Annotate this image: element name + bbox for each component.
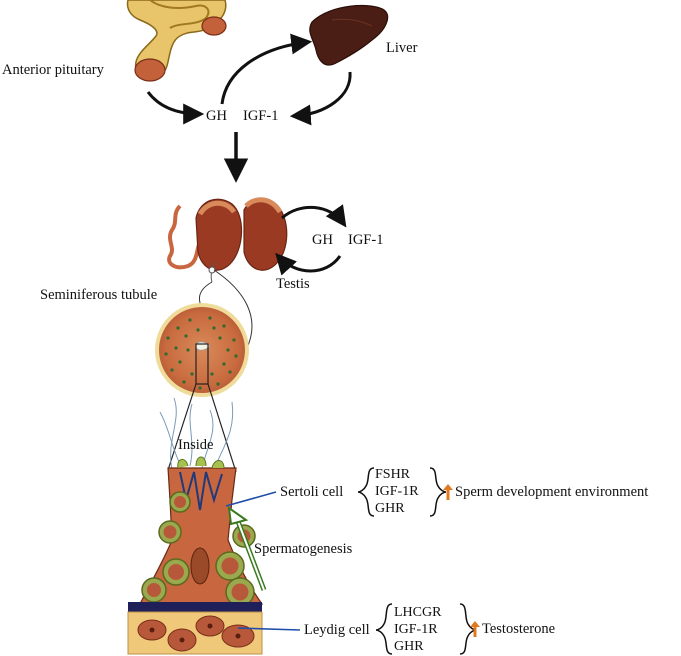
leydig-left-brace <box>375 603 393 655</box>
spermatogenesis-arrowhead <box>227 505 249 526</box>
sertoli-effect-label: Sperm development environment <box>455 484 649 500</box>
seminiferous-tubule-label: Seminiferous tubule <box>40 287 158 303</box>
anterior-pituitary-label: Anterior pituitary <box>2 62 104 78</box>
pituitary-icon <box>126 0 227 82</box>
leydig-receptor-item: GHR <box>394 639 424 654</box>
leydig-effect-label: Testosterone <box>482 621 556 637</box>
epithelium-icon <box>139 456 264 607</box>
sertoli-pointer-line <box>225 491 277 507</box>
gh-label-testis: GH <box>312 232 333 248</box>
sertoli-cell-label: Sertoli cell <box>280 484 344 500</box>
igf1-label-testis: IGF-1 <box>348 232 384 248</box>
sperm-tails <box>159 397 234 471</box>
arrow-testis-loop-top <box>281 204 347 228</box>
leydig-receptor-list: LHCGR IGF-1R GHR <box>394 604 441 655</box>
up-arrow-icon <box>470 621 480 637</box>
leydig-cell-label: Leydig cell <box>304 622 370 638</box>
sertoli-receptor-item: IGF-1R <box>375 484 419 499</box>
sertoli-receptor-list: FSHR IGF-1R GHR <box>375 466 419 517</box>
arrow-pituitary-to-gh <box>146 91 205 125</box>
igf1-label-top: IGF-1 <box>243 108 279 124</box>
up-arrow-icon <box>443 484 453 500</box>
tubule-cross-section-icon <box>155 303 249 397</box>
sertoli-right-brace <box>429 467 447 517</box>
liver-label: Liver <box>386 40 418 56</box>
arrow-liver-to-igf1 <box>289 71 352 126</box>
arrow-testis-loop-bottom <box>275 252 342 276</box>
tubule-connector-line-2 <box>213 269 253 351</box>
leydig-receptor-item: IGF-1R <box>394 622 438 637</box>
liver-icon <box>309 4 389 66</box>
sertoli-receptor-item: FSHR <box>375 467 411 482</box>
spermatogenesis-label: Spermatogenesis <box>254 541 353 557</box>
leydig-receptor-item: LHCGR <box>394 605 442 620</box>
gh-label-top: GH <box>206 108 227 124</box>
zoom-line-left <box>167 383 197 471</box>
arrow-gh-to-liver <box>220 33 313 105</box>
leydig-tissue <box>127 602 263 655</box>
testis-label: Testis <box>276 276 310 292</box>
inside-label: Inside <box>178 437 214 453</box>
zoom-line-right <box>207 383 237 473</box>
leydig-pointer-line <box>237 627 301 631</box>
sertoli-receptor-item: GHR <box>375 501 405 516</box>
testis-icon <box>167 197 288 283</box>
sertoli-left-brace <box>357 467 375 517</box>
